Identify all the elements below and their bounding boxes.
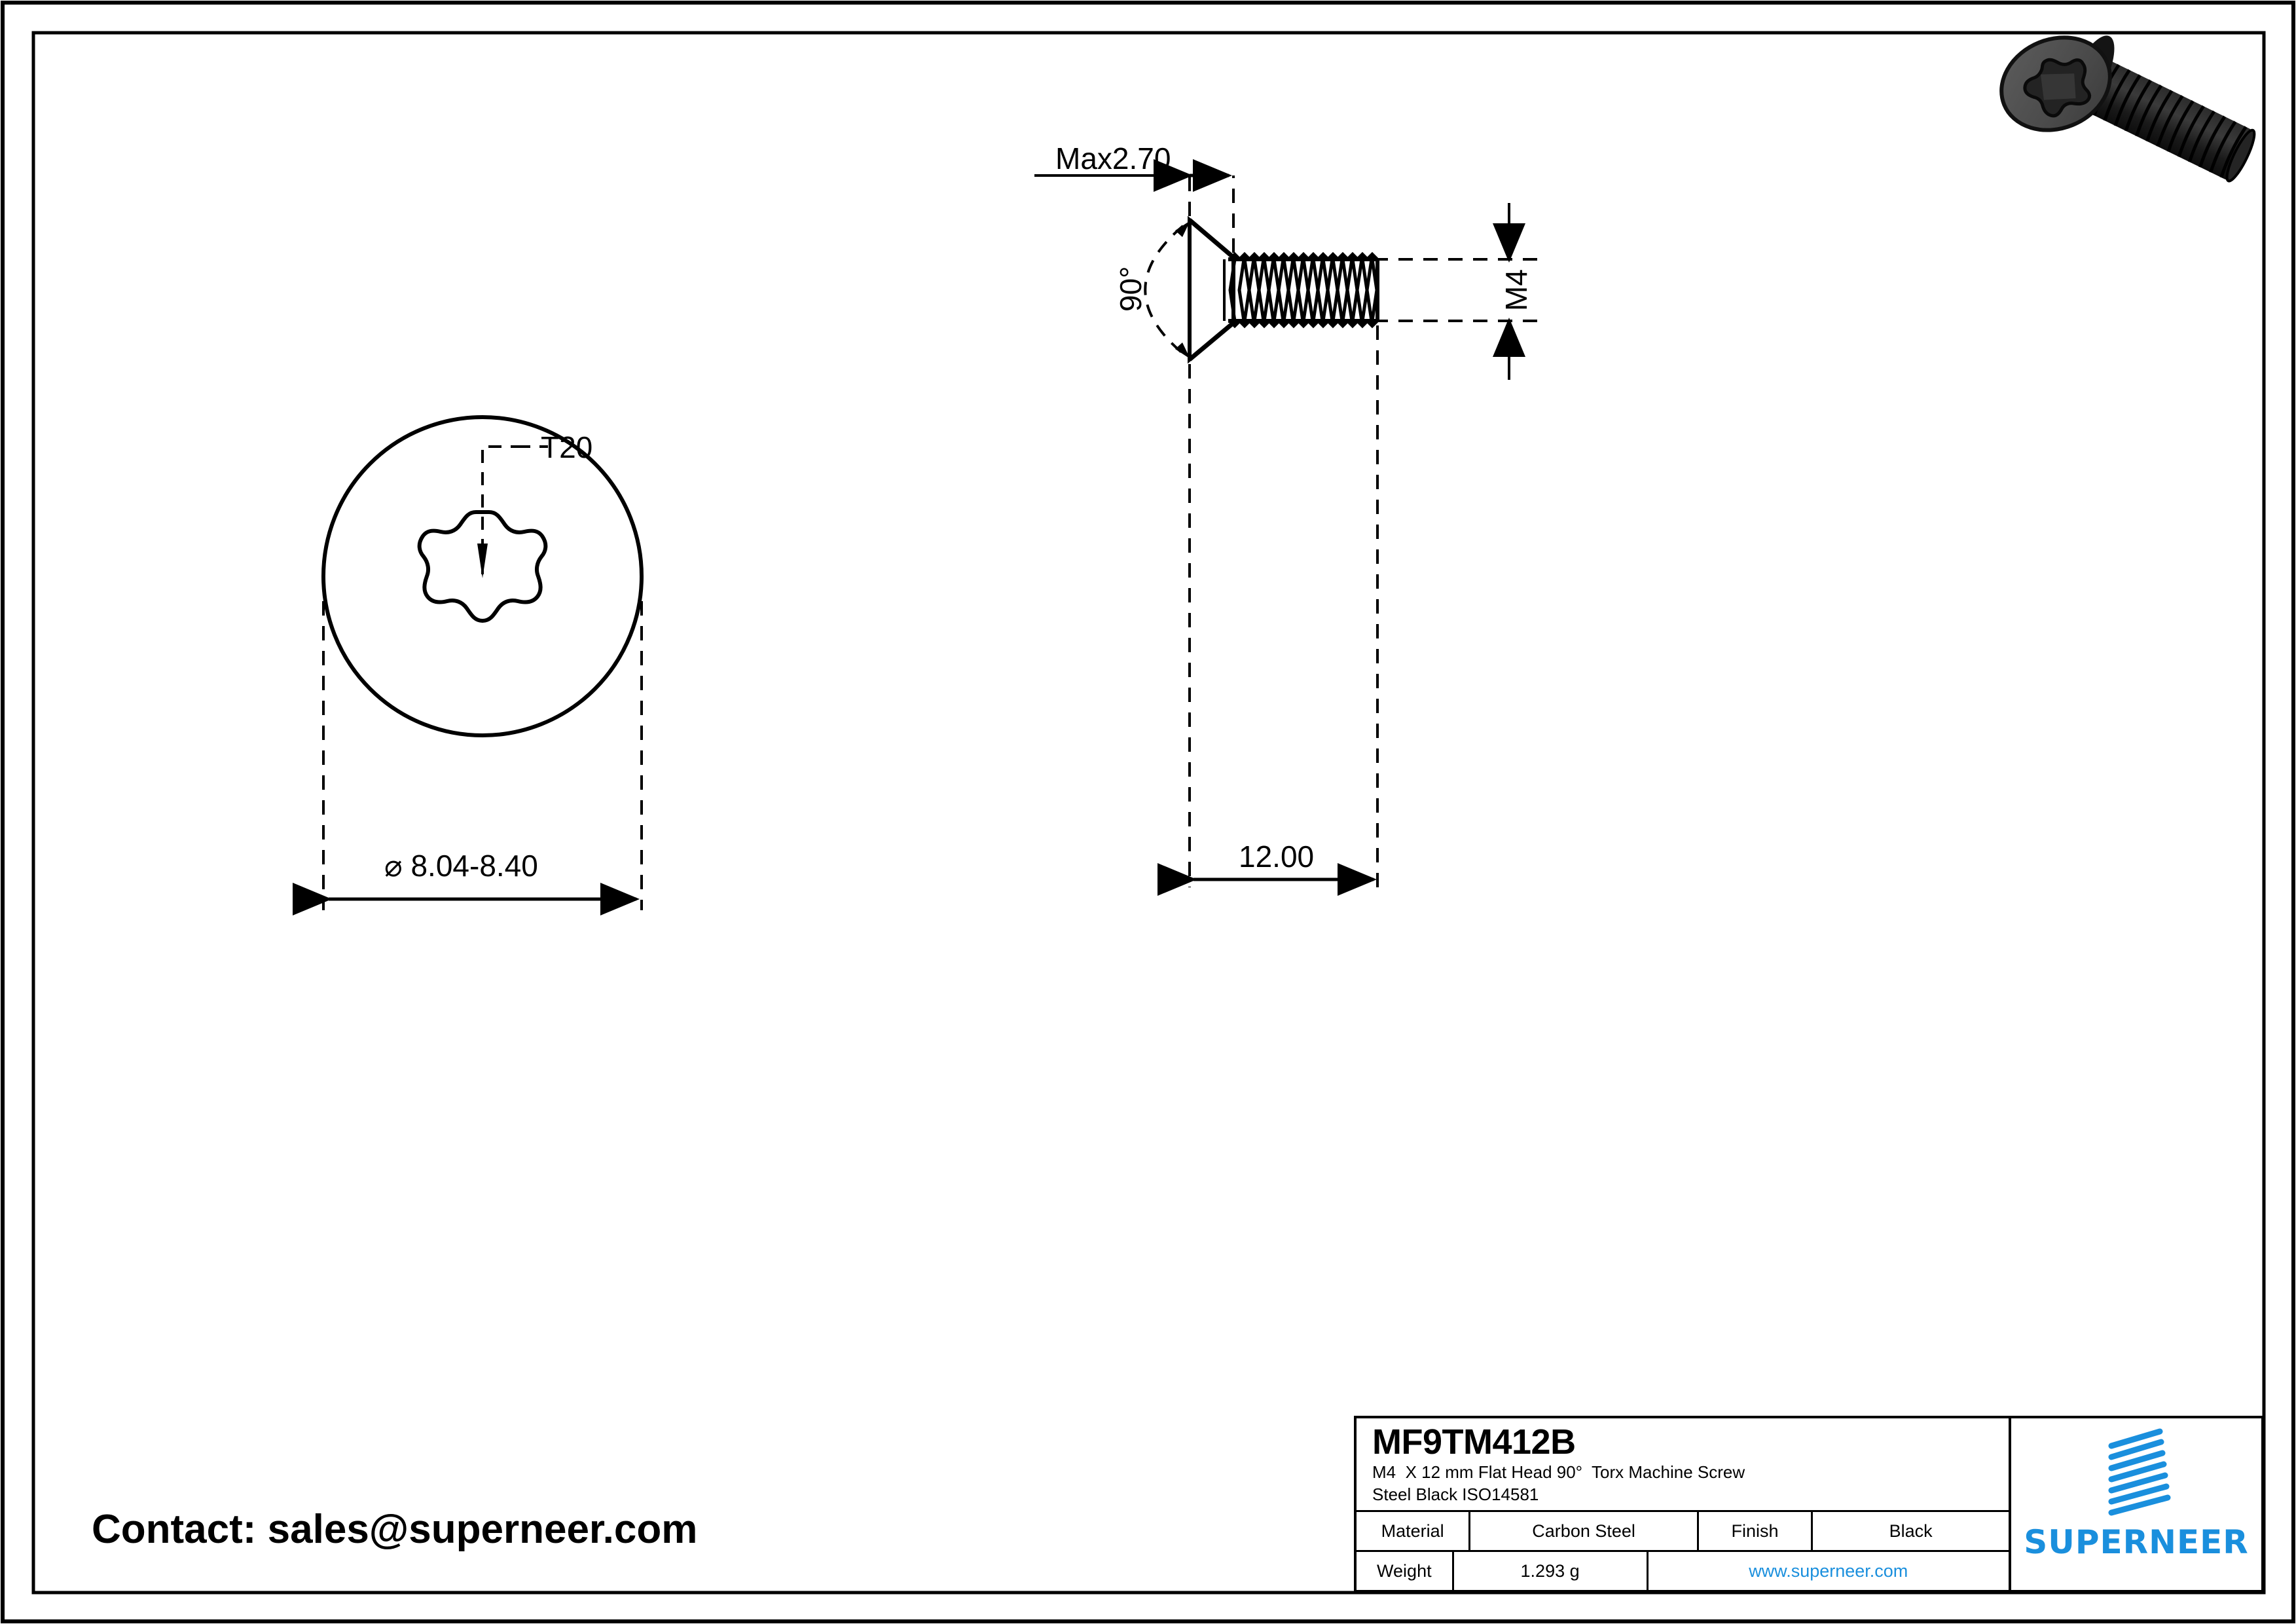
top-view-group [293, 415, 644, 915]
title-block-description: MF9TM412B M4 X 12 mm Flat Head 90° Torx … [1357, 1418, 2009, 1512]
thread-profile-lines [1228, 259, 1379, 322]
screw-3d-render [1999, 35, 2256, 183]
weight-label: Weight [1357, 1552, 1454, 1590]
description-line-2: Steel Black ISO14581 [1372, 1485, 1539, 1504]
weight-value: 1.293 g [1454, 1552, 1649, 1590]
side-view-group [1034, 159, 1542, 896]
finish-label: Finish [1699, 1512, 1813, 1550]
website-link[interactable]: www.superneer.com [1749, 1560, 1908, 1581]
head-angle-dimension [1144, 221, 1190, 359]
brand-panel: SUPERNEER [2011, 1418, 2261, 1590]
finish-value: Black [1889, 1521, 1933, 1541]
thread-diameter-dimension [1374, 203, 1542, 380]
title-block-row-weight: Weight 1.293 g www.superneer.com [1357, 1552, 2009, 1590]
diameter-dimension [293, 576, 643, 915]
material-label: Material [1357, 1512, 1471, 1550]
title-block-left: MF9TM412B M4 X 12 mm Flat Head 90° Torx … [1357, 1418, 2011, 1590]
thread-diameter-label: M4 [1499, 269, 1533, 311]
screw-length-label: 12.00 [1239, 840, 1315, 874]
thread-tooth-tips [1228, 251, 1379, 329]
head-angle-label: 90° [1114, 266, 1148, 312]
head-height-dimension [1034, 159, 1235, 253]
description-line-1: M4 X 12 mm Flat Head 90° Torx Machine Sc… [1372, 1462, 1745, 1482]
torx-recess-outline [417, 510, 548, 623]
part-number: MF9TM412B [1372, 1422, 1576, 1462]
t20-callout-label: T20 [541, 430, 593, 464]
title-block: MF9TM412B M4 X 12 mm Flat Head 90° Torx … [1354, 1416, 2264, 1593]
material-value: Carbon Steel [1470, 1512, 1699, 1550]
head-height-label: Max2.70 [1055, 141, 1171, 175]
brand-wordmark: SUPERNEER [2024, 1523, 2249, 1561]
striped-parallelogram-logo-icon [2108, 1428, 2171, 1516]
contact-email-line: Contact: sales@superneer.com [92, 1507, 698, 1552]
head-diameter-label: ⌀ 8.04-8.40 [384, 849, 538, 883]
title-block-row-material: Material Carbon Steel Finish Black [1357, 1512, 2009, 1552]
t20-leader [477, 445, 548, 578]
length-dimension [1157, 325, 1379, 896]
